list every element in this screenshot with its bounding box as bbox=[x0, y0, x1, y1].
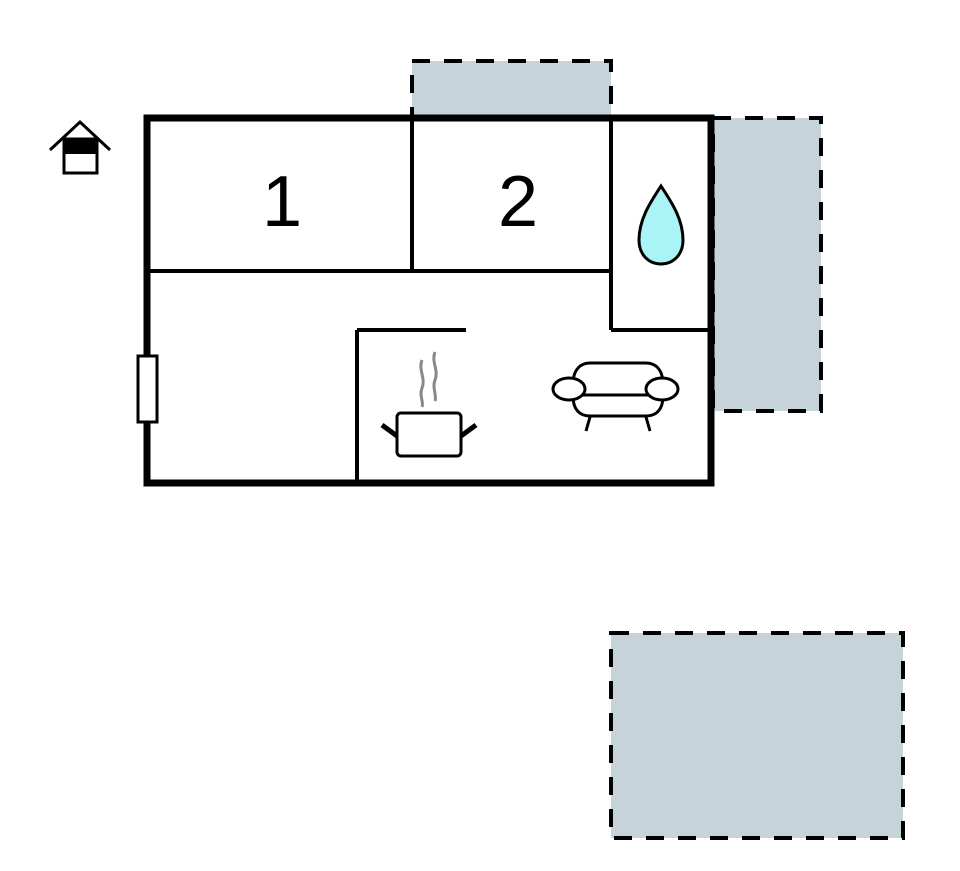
room-label-2: 2 bbox=[498, 162, 538, 242]
water-drop-icon bbox=[637, 183, 685, 266]
sofa-icon bbox=[551, 361, 680, 432]
terrace-right bbox=[711, 116, 823, 413]
interior-walls bbox=[147, 118, 711, 483]
terrace-separate bbox=[609, 631, 905, 840]
entrance-door bbox=[136, 354, 159, 424]
terrace-top bbox=[410, 59, 613, 120]
house-entrance-icon bbox=[48, 119, 112, 175]
cooking-pot-icon bbox=[380, 351, 478, 458]
room-label-1: 1 bbox=[262, 162, 302, 242]
exterior-walls bbox=[143, 114, 715, 487]
